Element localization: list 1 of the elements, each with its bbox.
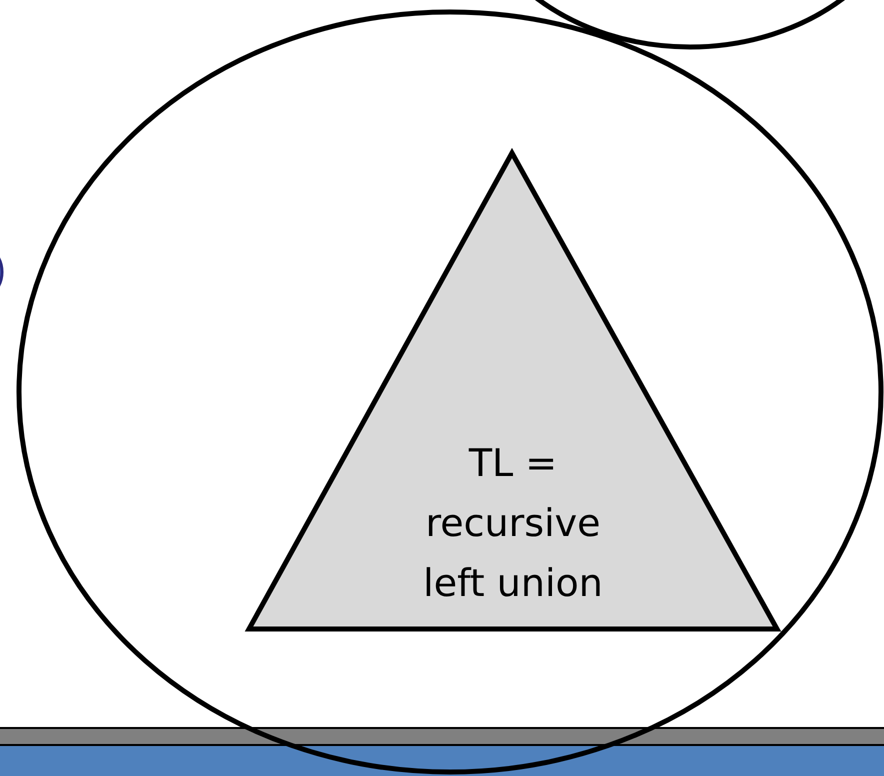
triangle-label: TL = recursive left union [422, 440, 604, 607]
